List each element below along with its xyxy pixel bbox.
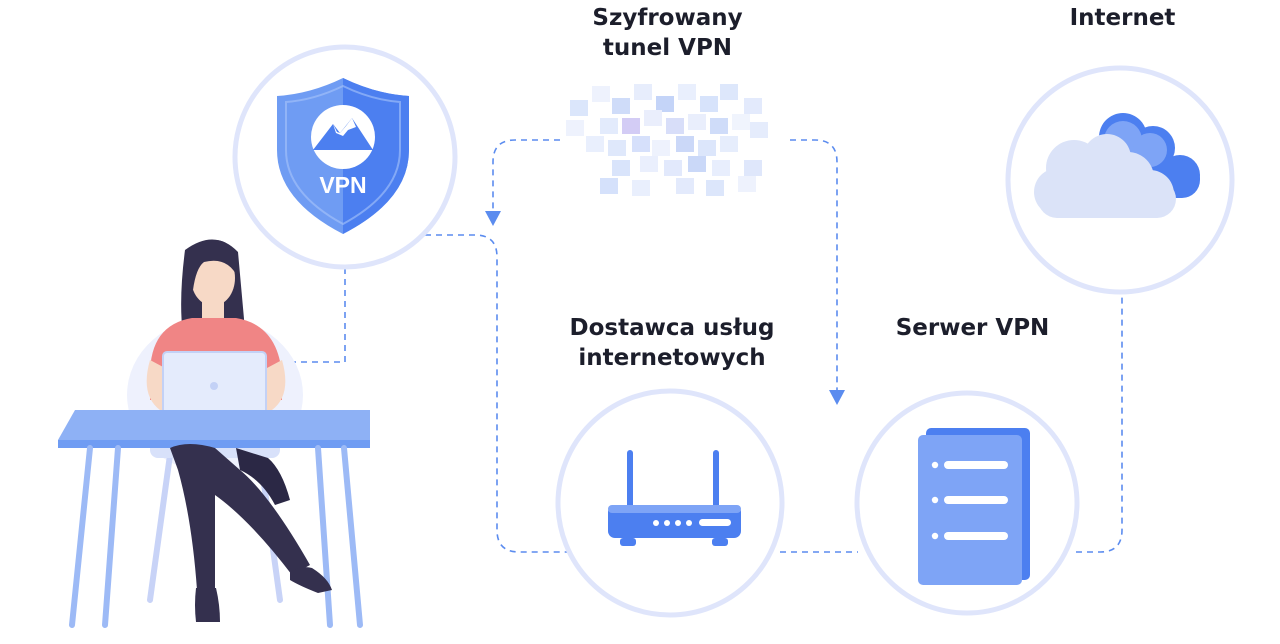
- tunnel-pixel: [640, 156, 658, 172]
- tunnel-pixel: [652, 140, 670, 156]
- tunnel-pixel: [634, 84, 652, 100]
- tunnel-pixel: [644, 110, 662, 126]
- tunnel-pixel: [744, 160, 762, 176]
- encrypted-pixels-icon: [566, 84, 768, 196]
- tunnel-pixel: [566, 120, 584, 136]
- vpn-badge-text: VPN: [319, 172, 366, 198]
- internet-label: Internet: [1050, 3, 1195, 33]
- tunnel-label-line-1: Szyfrowany: [592, 5, 743, 31]
- tunnel-pixel: [592, 86, 610, 102]
- vpn-server-label: Serwer VPN: [870, 313, 1075, 343]
- router-icon: [608, 450, 741, 546]
- tunnel-pixel: [608, 140, 626, 156]
- tunnel-pixel: [750, 122, 768, 138]
- connector-tunnel-right-arrow: [790, 139, 838, 390]
- server-icon: [918, 428, 1030, 585]
- tunnel-pixel: [732, 114, 750, 130]
- tunnel-label-line-2: tunel VPN: [602, 35, 733, 61]
- connector-server-to-internet: [1076, 292, 1123, 553]
- tunnel-pixel: [710, 118, 728, 134]
- isp-node: [555, 388, 785, 618]
- tunnel-pixel: [744, 98, 762, 114]
- tunnel-pixel: [676, 178, 694, 194]
- arrow-down-left: [485, 211, 501, 226]
- tunnel-pixel: [688, 114, 706, 130]
- tunnel-pixel: [656, 96, 674, 112]
- internet-label-text: Internet: [1069, 5, 1176, 31]
- arrowheads: [485, 211, 845, 405]
- cloud-icon: [1034, 113, 1200, 218]
- tunnel-pixel: [738, 176, 756, 192]
- tunnel-pixel: [612, 160, 630, 176]
- internet-node: [1005, 65, 1235, 295]
- connector-tunnel-left-arrow: [492, 139, 560, 210]
- tunnel-pixel: [600, 118, 618, 134]
- tunnel-label: Szyfrowany tunel VPN: [560, 3, 775, 63]
- tunnel-pixel: [664, 160, 682, 176]
- tunnel-pixel: [676, 136, 694, 152]
- tunnel-pixel: [712, 160, 730, 176]
- tunnel-pixel: [678, 84, 696, 100]
- connector-laptop-to-shield: [290, 268, 346, 363]
- tunnel-pixel: [586, 136, 604, 152]
- isp-label: Dostawca usług internetowych: [538, 313, 806, 373]
- vpn-shield-icon: VPN: [277, 78, 409, 234]
- tunnel-pixel: [706, 180, 724, 196]
- isp-ring: [555, 388, 785, 618]
- tunnel-pixel: [600, 178, 618, 194]
- tunnel-pixel: [612, 98, 630, 114]
- tunnel-pixel: [666, 118, 684, 134]
- isp-label-line-2: internetowych: [578, 345, 766, 371]
- tunnel-pixel: [688, 156, 706, 172]
- arrow-down-right: [829, 390, 845, 405]
- tunnel-pixel: [698, 140, 716, 156]
- tunnel-pixel: [720, 136, 738, 152]
- tunnel-pixel: [632, 136, 650, 152]
- tunnel-pixel: [632, 180, 650, 196]
- isp-label-line-1: Dostawca usług: [569, 315, 775, 341]
- connector-shield-to-isp: [425, 234, 568, 553]
- tunnel-pixel: [700, 96, 718, 112]
- vpn-shield-node: VPN: [232, 44, 458, 270]
- tunnel-pixel: [622, 118, 640, 134]
- vpn-server-label-text: Serwer VPN: [895, 315, 1050, 341]
- connectors: [290, 139, 1123, 553]
- tunnel-pixel: [570, 100, 588, 116]
- woman-at-laptop-illustration: [58, 239, 370, 628]
- vpn-server-node: [854, 390, 1080, 616]
- desk: [58, 410, 370, 628]
- tunnel-pixel: [720, 84, 738, 100]
